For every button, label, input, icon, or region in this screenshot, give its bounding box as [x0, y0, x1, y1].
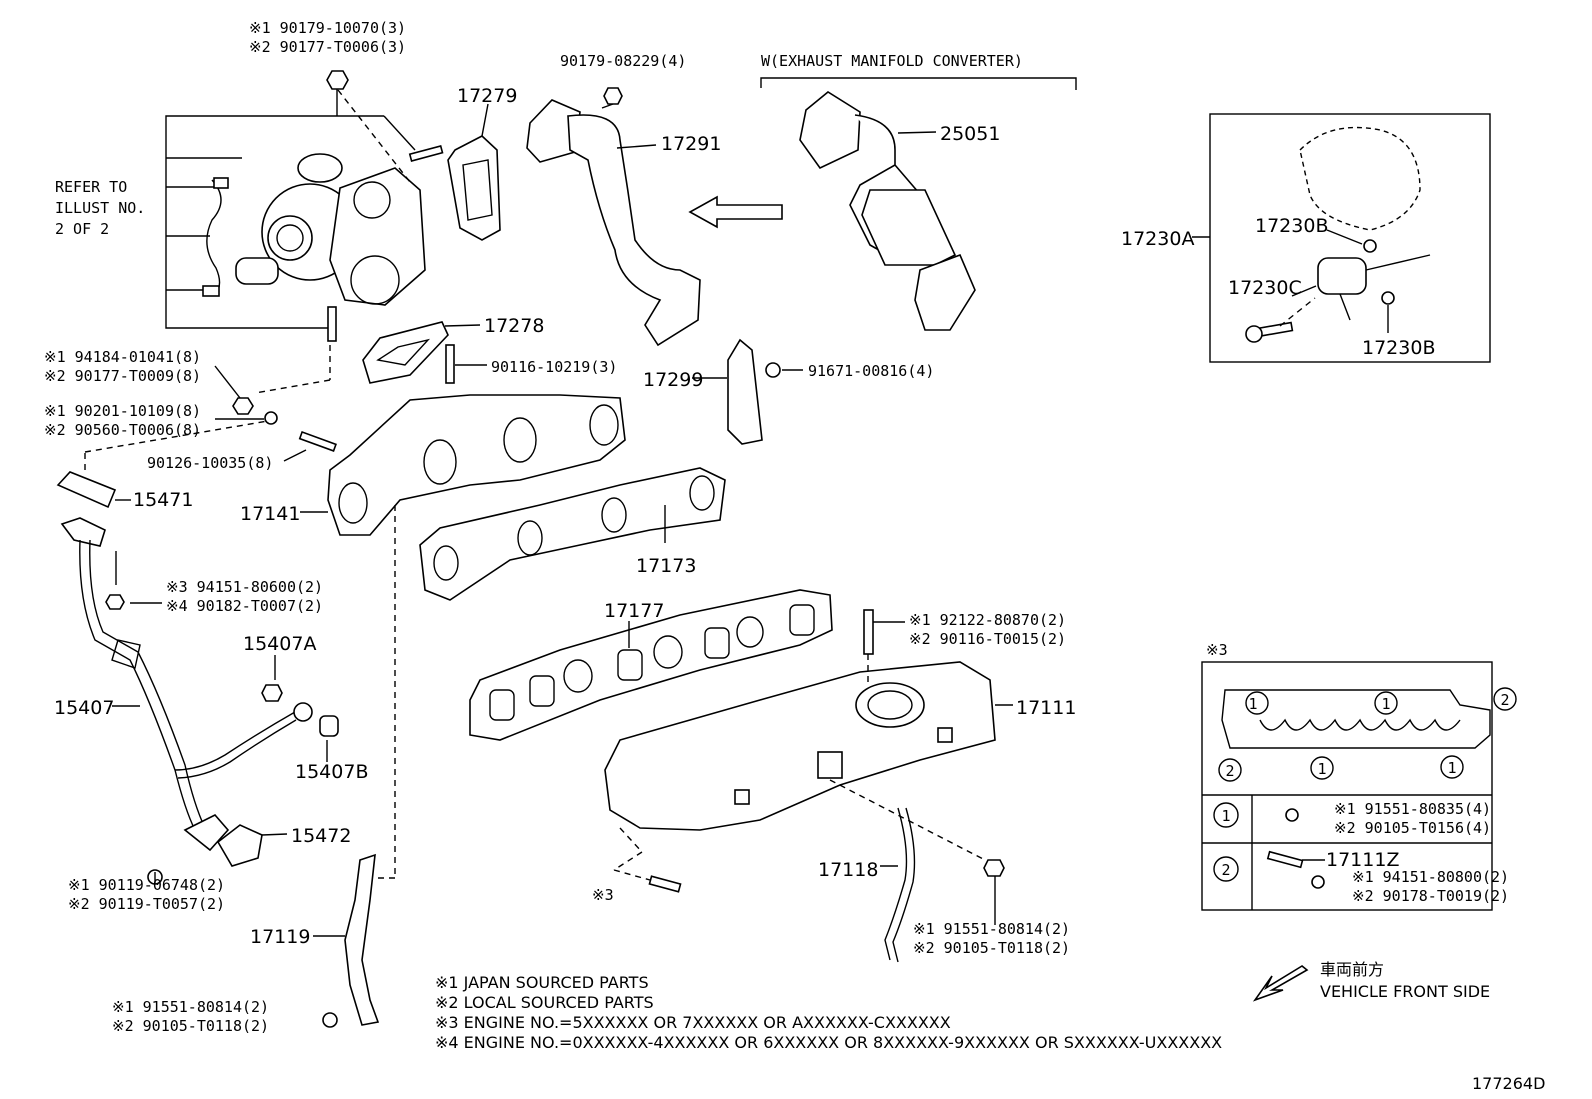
label-17177: 17177	[604, 600, 664, 622]
label-15407A: 15407A	[243, 633, 316, 655]
exhaust-pipe-17291	[526, 87, 701, 347]
intake-manifold-17111	[604, 661, 996, 831]
label-92122-80870: ※1 92122-80870(2)	[909, 611, 1066, 629]
label-90119-T0057: ※2 90119-T0057(2)	[68, 895, 225, 913]
note-4: ※4 ENGINE NO.=0XXXXXX-4XXXXXX OR 6XXXXXX…	[435, 1033, 1222, 1052]
label-90179-10070: ※1 90179-10070(3)	[249, 19, 406, 37]
label-star3-stud: ※3	[592, 886, 614, 904]
label-17291: 17291	[661, 133, 721, 155]
turbocharger-group	[165, 70, 444, 342]
label-90126-10035: 90126-10035(8)	[147, 454, 273, 472]
exhaust-header: W(EXHAUST MANIFOLD CONVERTER)	[761, 52, 1023, 70]
exhaust-manifold-17141	[327, 394, 626, 536]
tube-17118	[884, 807, 908, 961]
note-2: ※2 LOCAL SOURCED PARTS	[435, 993, 654, 1012]
manifold-converter-25051	[760, 77, 1077, 331]
label-91671-00816: 91671-00816(4)	[808, 362, 934, 380]
label-90177-T0006: ※2 90177-T0006(3)	[249, 38, 406, 56]
label-91551-80814-a: ※1 91551-80814(2)	[913, 920, 1070, 938]
label-17119: 17119	[250, 926, 310, 948]
inset3-marker-2a: 2	[1500, 691, 1509, 709]
label-90177-T0009: ※2 90177-T0009(8)	[44, 367, 201, 385]
label-90105-T0118-b: ※2 90105-T0118(2)	[112, 1017, 269, 1035]
label-94151-80800: ※1 94151-80800(2)	[1352, 868, 1509, 886]
label-94184-01041: ※1 94184-01041(8)	[44, 348, 201, 366]
label-90560-T0006: ※2 90560-T0006(8)	[44, 421, 201, 439]
gasket-17173	[419, 467, 726, 601]
label-90178-T0019: ※2 90178-T0019(2)	[1352, 887, 1509, 905]
inset3-marker-1c: 1	[1317, 760, 1326, 778]
label-17230A: 17230A	[1121, 228, 1194, 250]
oil-tube-15407	[60, 517, 230, 852]
gasket-15471	[56, 471, 117, 509]
labels: ※1 90179-10070(3) ※2 90177-T0006(3) REFE…	[44, 19, 1545, 1093]
label-91551-80835: ※1 91551-80835(4)	[1334, 800, 1491, 818]
inset3-marker-1a: 1	[1248, 695, 1257, 713]
label-90201-10109: ※1 90201-10109(8)	[44, 402, 201, 420]
label-17278: 17278	[484, 315, 544, 337]
label-17141: 17141	[240, 503, 300, 525]
vehicle-front-en: VEHICLE FRONT SIDE	[1320, 982, 1490, 1001]
inset3-row2-marker: 2	[1221, 861, 1230, 879]
label-17230B-top: 17230B	[1255, 215, 1328, 237]
label-15472: 15472	[291, 825, 351, 847]
refer-note-line-2: ILLUST NO.	[55, 199, 145, 217]
flow-arrow-icon	[688, 195, 783, 229]
note-3: ※3 ENGINE NO.=5XXXXXX OR 7XXXXXX OR AXXX…	[435, 1013, 951, 1032]
label-90179-08229: 90179-08229(4)	[560, 52, 686, 70]
inset3-title: ※3	[1206, 641, 1228, 659]
note-1: ※1 JAPAN SOURCED PARTS	[435, 973, 649, 992]
nut-icon	[326, 70, 349, 90]
label-17111: 17111	[1016, 697, 1076, 719]
label-17118: 17118	[818, 859, 878, 881]
refer-note-line-1: REFER TO	[55, 178, 127, 196]
refer-note-line-3: 2 OF 2	[55, 220, 109, 238]
gasket-15472	[216, 824, 263, 867]
label-17111Z: 17111Z	[1326, 849, 1399, 871]
label-25051: 25051	[940, 123, 1000, 145]
vehicle-front-arrow-icon	[1252, 965, 1309, 1002]
gasket-17279	[447, 135, 501, 241]
label-17279: 17279	[457, 85, 517, 107]
label-17173: 17173	[636, 555, 696, 577]
inset3-row1-marker: 1	[1221, 807, 1230, 825]
inset-star3	[1201, 661, 1517, 911]
label-90105-T0156: ※2 90105-T0156(4)	[1334, 819, 1491, 837]
label-15407B: 15407B	[295, 761, 368, 783]
label-15407: 15407	[54, 697, 114, 719]
label-15471: 15471	[133, 489, 193, 511]
oil-pipe-15407A	[174, 711, 296, 771]
clip-15407B	[319, 715, 339, 737]
label-90182-T0007: ※4 90182-T0007(2)	[166, 597, 323, 615]
inset3-marker-2b: 2	[1225, 762, 1234, 780]
vehicle-front-jp: 車両前方	[1320, 960, 1384, 979]
intake-gasket-17177	[469, 589, 833, 741]
label-90116-T0015: ※2 90116-T0015(2)	[909, 630, 1066, 648]
label-94151-80600: ※3 94151-80600(2)	[166, 578, 323, 596]
label-90116-10219: 90116-10219(3)	[491, 358, 617, 376]
label-17230C: 17230C	[1228, 277, 1302, 299]
label-17230B-bottom: 17230B	[1362, 337, 1435, 359]
label-17299: 17299	[643, 369, 703, 391]
gasket-17278	[362, 321, 449, 384]
insulator-17119	[344, 853, 380, 1026]
bracket-17299	[727, 338, 763, 445]
inset3-marker-1b: 1	[1381, 695, 1390, 713]
inset-17230A	[1209, 113, 1491, 363]
label-90119-06748: ※1 90119-06748(2)	[68, 876, 225, 894]
label-91551-80814-b: ※1 91551-80814(2)	[112, 998, 269, 1016]
figure-id: 177264D	[1472, 1074, 1545, 1093]
label-90105-T0118-a: ※2 90105-T0118(2)	[913, 939, 1070, 957]
inset3-marker-1d: 1	[1447, 759, 1456, 777]
